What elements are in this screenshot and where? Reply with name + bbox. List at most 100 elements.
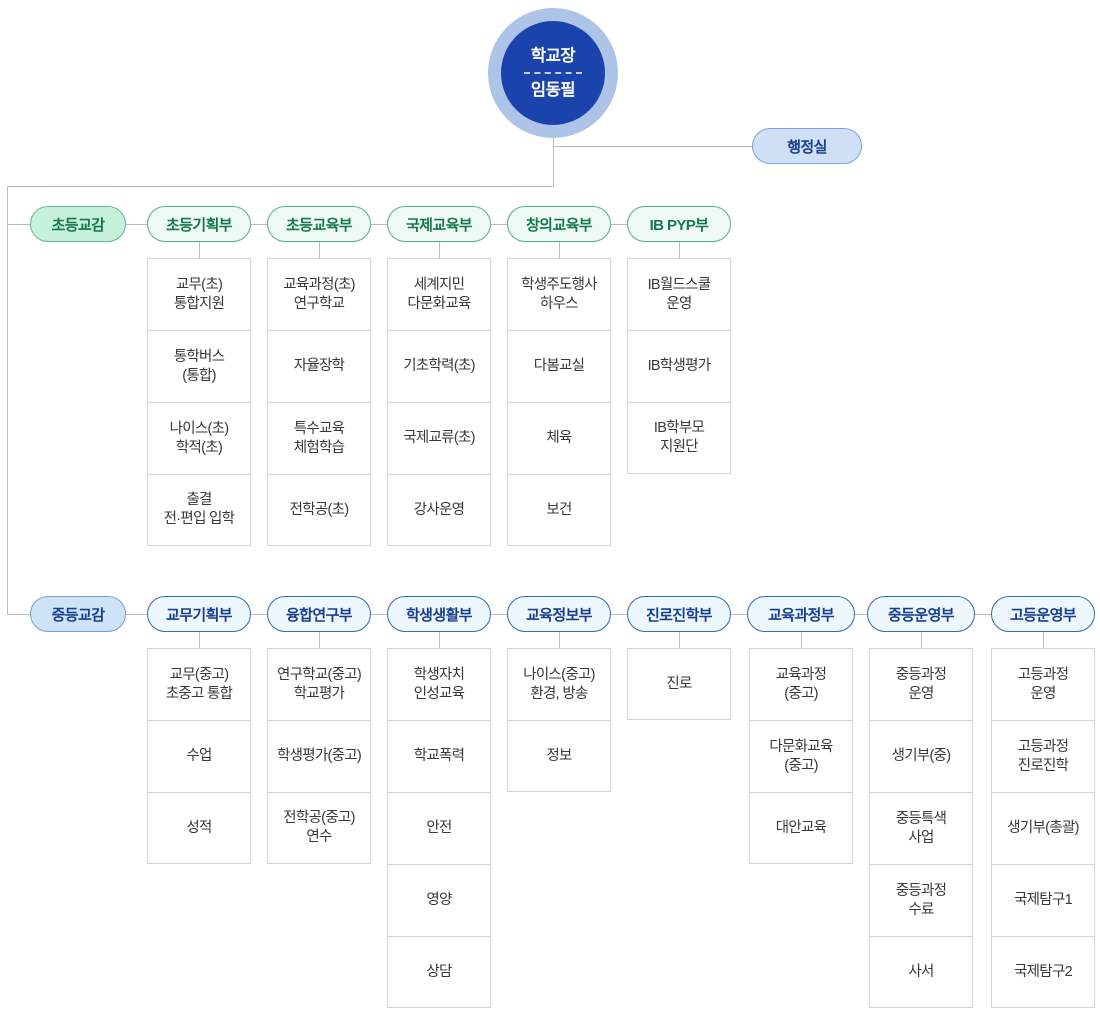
sub-item-cell[interactable]: 교육과정(초)연구학교 bbox=[267, 258, 371, 330]
sub-item-cell[interactable]: 국제탐구2 bbox=[991, 936, 1095, 1008]
secondary-drop-stub bbox=[439, 632, 440, 649]
sub-item-cell[interactable]: 연구학교(중고)학교평가 bbox=[267, 648, 371, 720]
node-label: 국제교육부 bbox=[405, 216, 473, 234]
elementary-drop-stub bbox=[319, 242, 320, 259]
node-elementary-vice-principal[interactable]: 초등교감 bbox=[30, 206, 126, 242]
sub-item-cell[interactable]: 교무(초)통합지원 bbox=[147, 258, 251, 330]
sub-item-cell[interactable]: 보건 bbox=[507, 474, 611, 546]
sub-item-cell[interactable]: 상담 bbox=[387, 936, 491, 1008]
secondary-row-connector bbox=[126, 614, 147, 615]
sub-item-cell[interactable]: 전학공(초) bbox=[267, 474, 371, 546]
node-elementary-dept-4[interactable]: IB PYP부 bbox=[627, 206, 731, 242]
node-secondary-dept-0[interactable]: 교무기획부 bbox=[147, 596, 251, 632]
sub-item-cell[interactable]: 학교폭력 bbox=[387, 720, 491, 792]
sub-item-cell[interactable]: 진로 bbox=[627, 648, 731, 720]
left-rail-to-elementary-head-line bbox=[7, 224, 31, 225]
sub-item-cell[interactable]: 나이스(중고)환경, 방송 bbox=[507, 648, 611, 720]
node-label: 교무기획부 bbox=[165, 606, 233, 624]
node-label: 진로진학부 bbox=[645, 606, 713, 624]
node-secondary-dept-5[interactable]: 교육과정부 bbox=[747, 596, 855, 632]
elementary-row-connector bbox=[251, 224, 267, 225]
node-elementary-dept-2[interactable]: 국제교육부 bbox=[387, 206, 491, 242]
secondary-row-connector bbox=[855, 614, 867, 615]
node-administration-office[interactable]: 행정실 bbox=[752, 128, 862, 164]
sub-item-label: 성적 bbox=[186, 819, 212, 836]
sub-item-cell[interactable]: 사서 bbox=[869, 936, 973, 1008]
sub-item-cell[interactable]: 교무(중고)초중고 통합 bbox=[147, 648, 251, 720]
node-elementary-dept-0[interactable]: 초등기획부 bbox=[147, 206, 251, 242]
secondary-row-connector bbox=[491, 614, 507, 615]
node-secondary-vice-principal[interactable]: 중등교감 bbox=[30, 596, 126, 632]
sub-item-label: 영양 bbox=[426, 892, 452, 909]
node-secondary-dept-1[interactable]: 융합연구부 bbox=[267, 596, 371, 632]
node-label: 초등교육부 bbox=[285, 216, 353, 234]
node-secondary-dept-6[interactable]: 중등운영부 bbox=[867, 596, 975, 632]
sub-item-cell[interactable]: 다문화교육(중고) bbox=[749, 720, 853, 792]
sub-item-cell[interactable]: 나이스(초)학적(초) bbox=[147, 402, 251, 474]
sub-item-cell[interactable]: 생기부(중) bbox=[869, 720, 973, 792]
elementary-drop-stub bbox=[679, 242, 680, 259]
sub-item-cell[interactable]: 체육 bbox=[507, 402, 611, 474]
node-secondary-dept-4[interactable]: 진로진학부 bbox=[627, 596, 731, 632]
sub-item-label: 다봄교실 bbox=[533, 358, 585, 375]
elementary-drop-stub bbox=[199, 242, 200, 259]
sub-item-cell[interactable]: 수업 bbox=[147, 720, 251, 792]
sub-item-cell[interactable]: 정보 bbox=[507, 720, 611, 792]
secondary-drop-stub bbox=[921, 632, 922, 649]
elementary-row-connector bbox=[371, 224, 387, 225]
sub-item-cell[interactable]: 교육과정(중고) bbox=[749, 648, 853, 720]
sub-item-cell[interactable]: 국제교류(초) bbox=[387, 402, 491, 474]
sub-item-cell[interactable]: 기초학력(초) bbox=[387, 330, 491, 402]
node-secondary-dept-3[interactable]: 교육정보부 bbox=[507, 596, 611, 632]
sub-item-cell[interactable]: IB학생평가 bbox=[627, 330, 731, 402]
node-secondary-dept-7[interactable]: 고등운영부 bbox=[991, 596, 1095, 632]
sub-item-cell[interactable]: 성적 bbox=[147, 792, 251, 864]
sub-item-cell[interactable]: 대안교육 bbox=[749, 792, 853, 864]
elementary-row-connector bbox=[126, 224, 147, 225]
sub-item-label: 나이스(초)학적(초) bbox=[169, 420, 230, 456]
sub-item-cell[interactable]: 영양 bbox=[387, 864, 491, 936]
secondary-row-connector bbox=[731, 614, 747, 615]
elementary-drop-stub bbox=[439, 242, 440, 259]
sub-item-cell[interactable]: 학생평가(중고) bbox=[267, 720, 371, 792]
sub-item-cell[interactable]: 국제탐구1 bbox=[991, 864, 1095, 936]
node-elementary-dept-1[interactable]: 초등교육부 bbox=[267, 206, 371, 242]
node-secondary-dept-2[interactable]: 학생생활부 bbox=[387, 596, 491, 632]
sub-item-cell[interactable]: 다봄교실 bbox=[507, 330, 611, 402]
sub-item-cell[interactable]: 전학공(중고)연수 bbox=[267, 792, 371, 864]
secondary-drop-stub bbox=[559, 632, 560, 649]
sub-item-cell[interactable]: 강사운영 bbox=[387, 474, 491, 546]
sub-item-cell[interactable]: 생기부(총괄) bbox=[991, 792, 1095, 864]
principal-node[interactable]: 학교장 임동필 bbox=[488, 8, 618, 138]
node-elementary-dept-3[interactable]: 창의교육부 bbox=[507, 206, 611, 242]
sub-item-cell[interactable]: 통학버스(통합) bbox=[147, 330, 251, 402]
sub-item-label: 자율장학 bbox=[293, 358, 345, 375]
principal-title: 학교장 bbox=[530, 46, 576, 65]
sub-item-cell[interactable]: 자율장학 bbox=[267, 330, 371, 402]
sub-item-cell[interactable]: 안전 bbox=[387, 792, 491, 864]
node-label: 중등교감 bbox=[51, 606, 105, 624]
sub-item-label: 교무(초)통합지원 bbox=[173, 276, 225, 312]
secondary-row-connector bbox=[371, 614, 387, 615]
left-rail-vertical-line bbox=[7, 186, 8, 615]
